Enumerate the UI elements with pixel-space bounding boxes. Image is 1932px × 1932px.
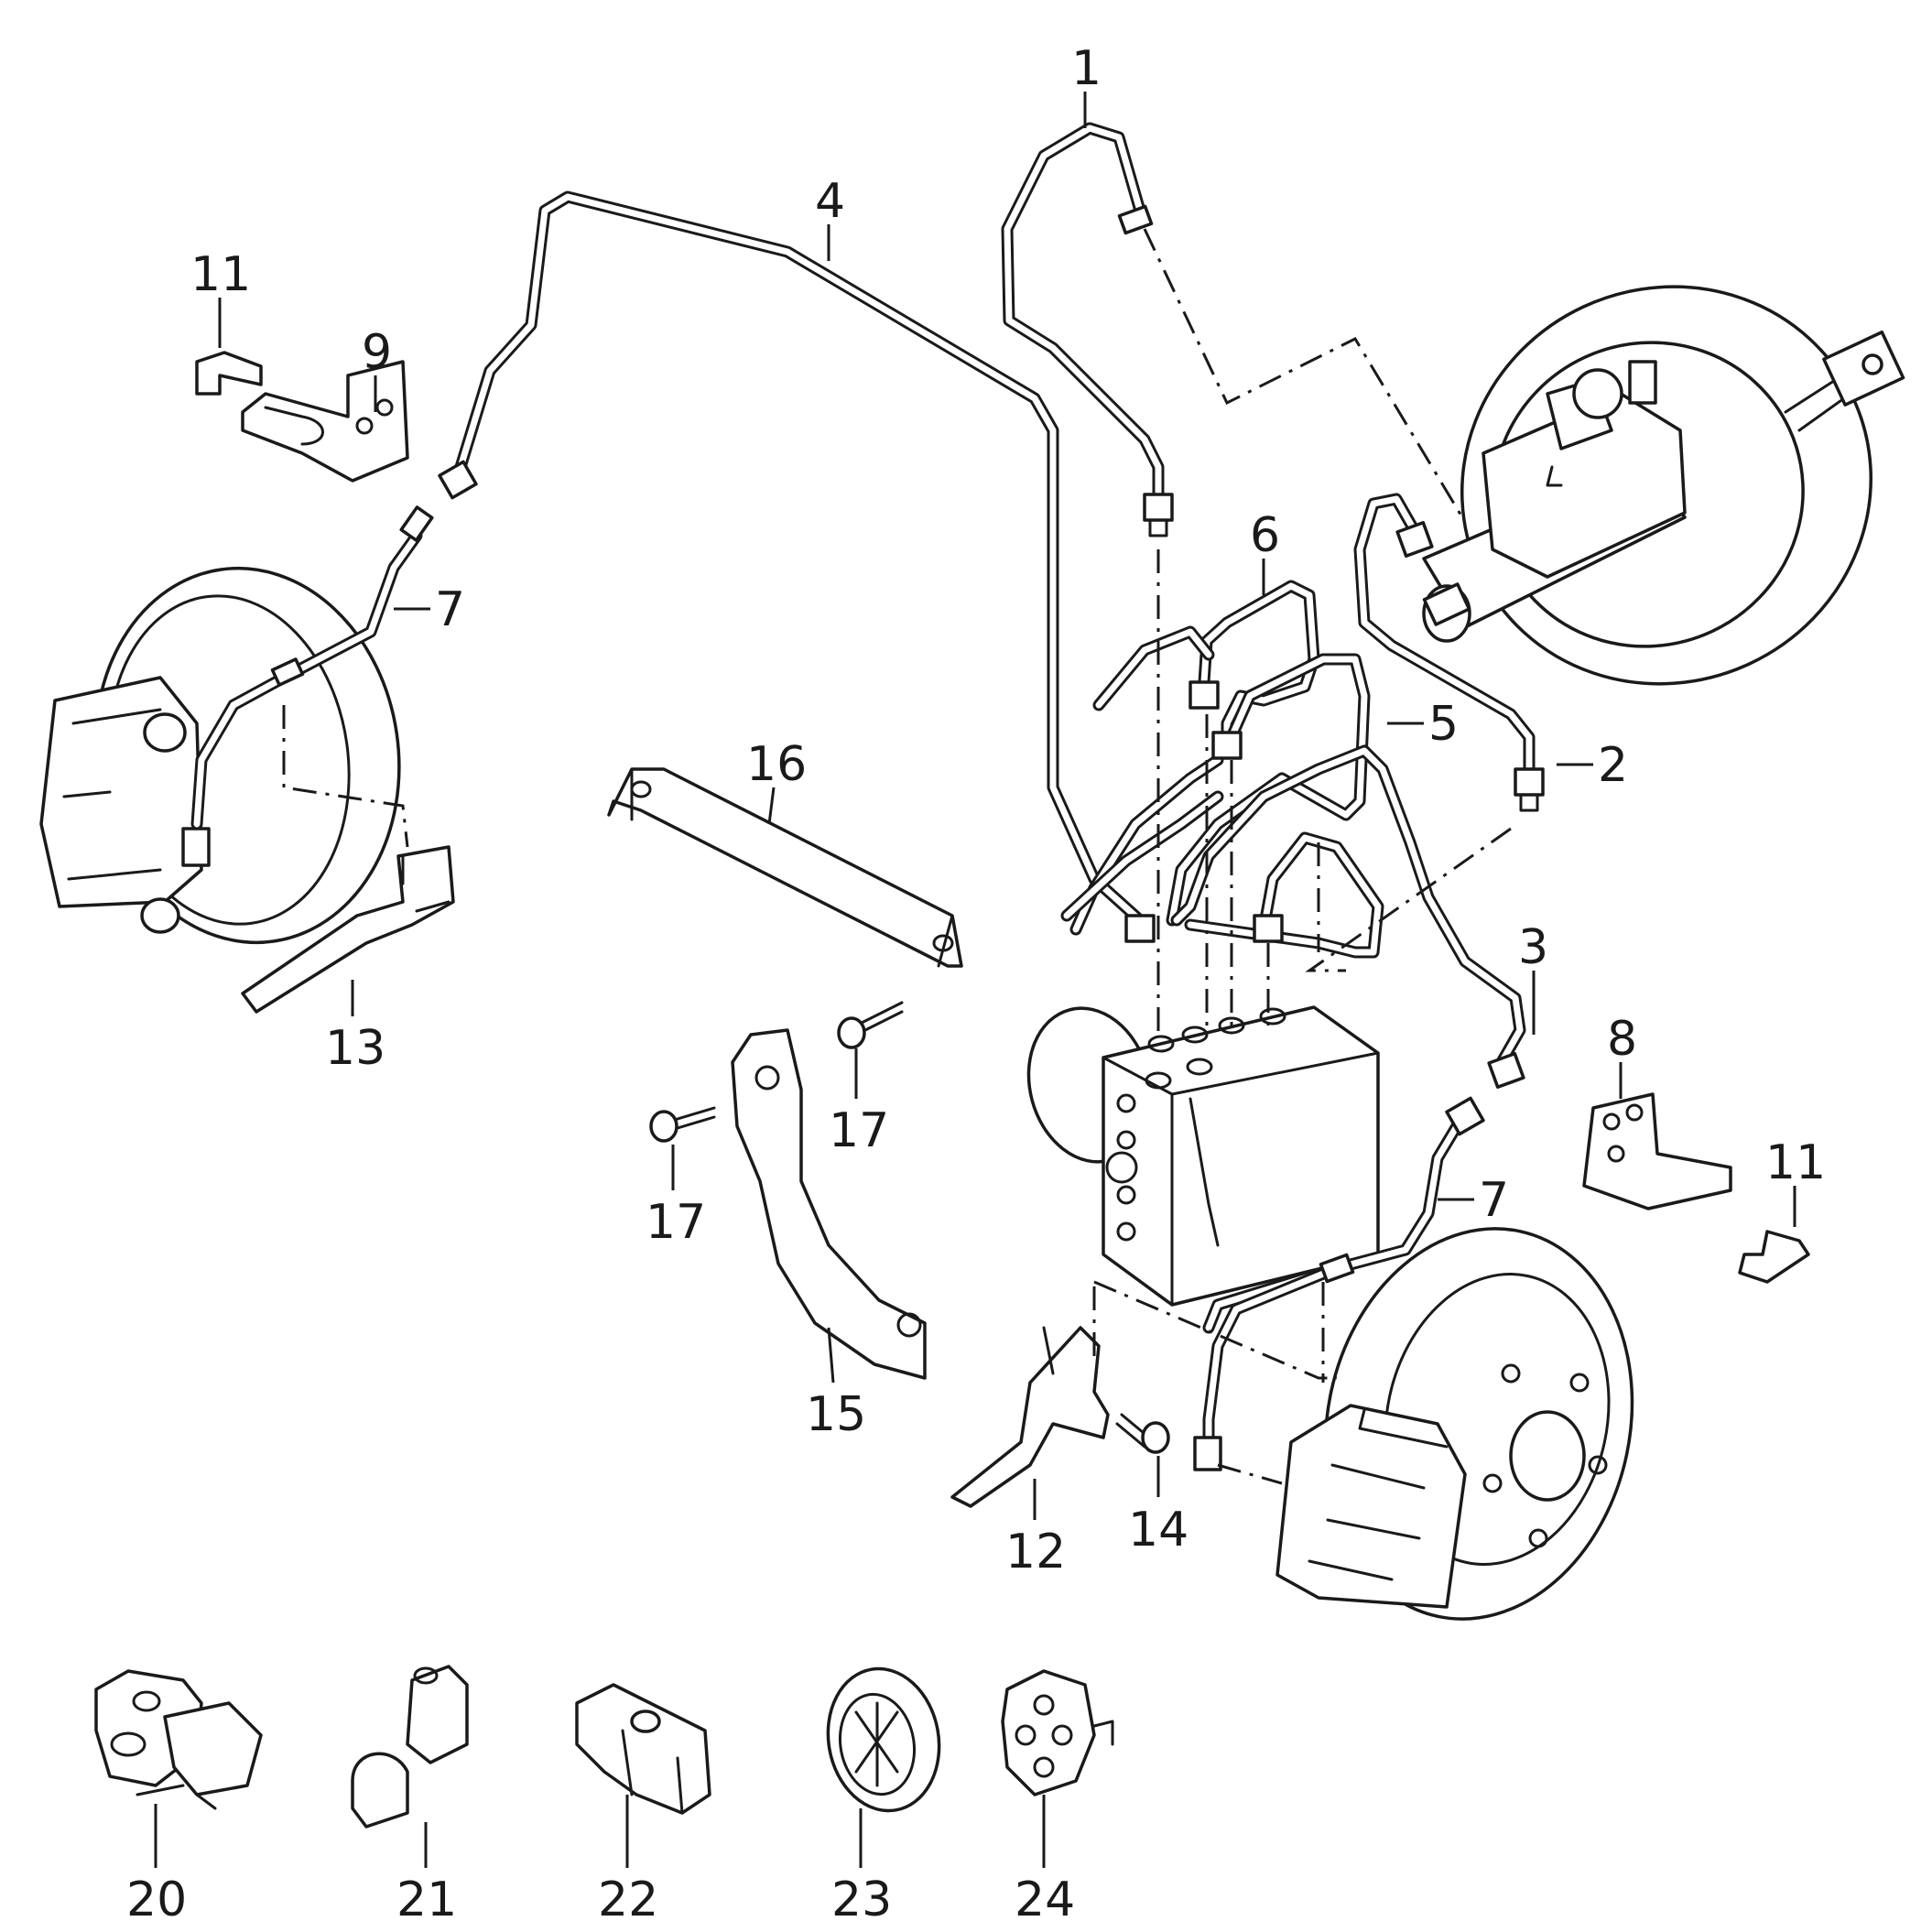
bracket-9[interactable] [241,360,409,483]
assembly-centerlines [282,228,1512,1485]
callout-5: 5 [1428,697,1459,752]
callout-8: 8 [1607,1012,1637,1067]
bolt-17-lower[interactable] [649,1106,716,1143]
crossmember-16[interactable] [607,767,963,968]
front-left-brake-caliper[interactable] [39,676,211,934]
callout-17-lower: 17 [646,1195,706,1250]
bracket-8[interactable] [1582,1092,1732,1210]
callout-12: 12 [1005,1525,1066,1579]
callout-17-upper: 17 [829,1103,889,1158]
abs-hydraulic-unit[interactable] [1012,994,1380,1307]
callout-16: 16 [746,737,807,792]
clip-21[interactable] [351,1665,469,1829]
fittings [438,204,1545,1136]
bracket-12[interactable] [950,1326,1110,1508]
brake-pipe-3[interactable] [1170,744,1526,1069]
brake-pipe-2[interactable] [1353,493,1536,776]
callout-7-rear: 7 [1479,1173,1509,1228]
callout-11-left: 11 [190,247,251,302]
clip-11-left[interactable] [195,351,263,396]
brake-pipe-1[interactable] [1001,122,1165,505]
callout-23: 23 [831,1872,892,1927]
callout-7-front: 7 [435,582,465,637]
callout-1: 1 [1071,41,1102,96]
callout-2: 2 [1598,738,1628,793]
callout-20: 20 [126,1872,187,1927]
callout-3: 3 [1518,920,1548,975]
callout-6: 6 [1250,508,1280,563]
leader-lines [154,92,1796,1868]
bracket-15[interactable] [731,1028,927,1380]
callout-9: 9 [362,325,392,380]
brake-pipe-4[interactable] [451,190,1146,927]
bolt-14[interactable] [1115,1413,1170,1454]
brake-pipe-6[interactable] [1198,580,1320,739]
callout-13: 13 [325,1021,385,1076]
callout-15: 15 [806,1387,866,1442]
grommet-23[interactable] [817,1660,950,1819]
brake-hose-front-left[interactable] [190,505,434,830]
callout-21: 21 [396,1872,457,1927]
clip-20[interactable] [94,1669,263,1810]
clip-11-right[interactable] [1738,1230,1810,1284]
callout-14: 14 [1128,1503,1189,1558]
rear-right-brake-caliper[interactable] [1275,1404,1467,1609]
callout-22: 22 [598,1872,658,1927]
clip-22[interactable] [575,1683,711,1815]
bracket-13[interactable] [241,845,455,1014]
callout-24: 24 [1015,1872,1075,1927]
brake-pipe-abs-front[interactable] [1060,625,1384,959]
callout-4: 4 [815,174,845,229]
callout-labels: 1 2 3 4 5 6 7 7 8 9 11 11 12 13 14 15 16… [126,41,1826,1927]
callout-11-right: 11 [1765,1135,1826,1190]
bolt-17-upper[interactable] [837,1001,904,1049]
brake-hose-rear-right[interactable] [1193,1106,1471,1471]
clip-24[interactable] [1001,1669,1114,1796]
